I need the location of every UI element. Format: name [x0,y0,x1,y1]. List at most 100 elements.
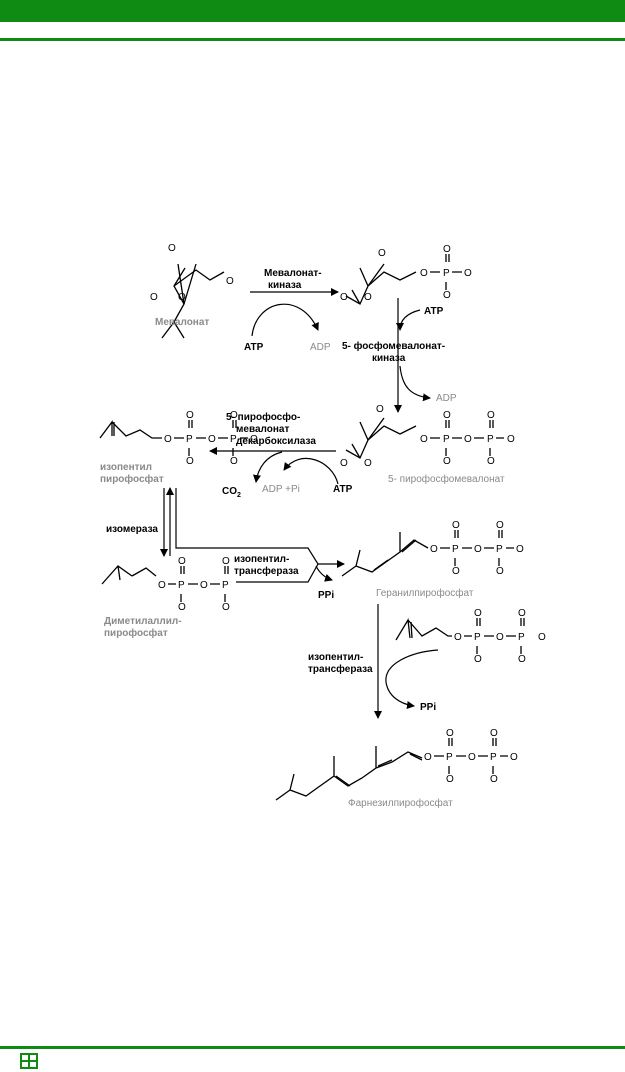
ppm-o-p1-bottom: O [443,456,451,467]
mevalonate-o-bottom: O [178,292,186,303]
geranyl-pp-label: Геранилпирофосфат [376,587,474,599]
ipp2-p1: P [474,632,481,643]
pm-o-p-right: O [464,268,472,279]
header-band [0,0,625,22]
decarboxylase-label-1: 5- пирофосфо- [226,411,300,423]
ipp-p1: P [186,434,193,445]
transferase-bracket-1 [175,488,319,583]
ppm-p2: P [487,434,494,445]
ipp2-p2: P [518,632,525,643]
dmapp-o-bridge: O [200,580,208,591]
phosphomevalonate-structure [345,254,462,305]
gpp-p2: P [496,544,503,555]
ipp2-o-p1-top: O [474,608,482,619]
gpp-o-p1-bottom: O [452,566,460,577]
dmapp-o-link: O [158,580,166,591]
transferase-1-label-2: трансфераза [234,565,299,577]
footer-rule [0,1046,625,1049]
dimethylallyl-pp-label-2: пирофосфат [104,627,168,639]
header-rule [0,38,625,41]
pm-o-carb-2: O [364,292,372,303]
fpp-o-p1-bottom: O [446,774,454,785]
pm-o-p-bottom: O [443,290,451,301]
gpp-o-p2-bottom: O [496,566,504,577]
dimethylallyl-pp-label-1: Диметилаллил- [104,616,182,627]
mevalonate-label: Мевалонат [155,317,209,328]
fpp-o-p2-bottom: O [490,774,498,785]
ppm-o-p2-bottom: O [487,456,495,467]
atp-label-3: ATP [333,484,353,495]
ppm-o-top: O [376,404,384,415]
isopentenyl-pp-structure-2 [395,618,525,654]
pm-o-p-top: O [443,244,451,255]
pm-kinase-label-1: 5- фосфомевалонат- [342,340,445,352]
ipp-o-link: O [164,434,172,445]
gpp-o-link: O [430,544,438,555]
isopentenyl-pp-label-1: изопентил [100,462,152,473]
adp-label-1: ADP [310,342,331,353]
pm-p: P [443,268,450,279]
ipp-o-bridge: O [208,434,216,445]
atp-label-1: ATP [244,342,264,353]
gpp-o-bridge: O [474,544,482,555]
isopentenyl-pp-label-2: пирофосфат [100,473,164,485]
adp-label-2: ADP [436,393,457,404]
ppm-o-bridge: O [464,434,472,445]
ppm-p1: P [443,434,450,445]
fpp-o-p2-right: O [510,752,518,763]
ipp2-o-p2-right: O [538,632,546,643]
mevalonate-o-left: O [150,292,158,303]
mevalonate-kinase-label-2: киназа [268,280,302,291]
fpp-p1: P [446,752,453,763]
dimethylallyl-pp-structure [101,565,229,602]
pm-o-top: O [378,248,386,259]
dmapp-o-p1-bottom: O [178,602,186,613]
pyrophosphomevalonate-label: 5- пирофосфомевалонат [388,473,505,485]
fpp-o-p1-top: O [446,728,454,739]
gpp-p1: P [452,544,459,555]
ppi-label-2: PPi [420,702,436,713]
adp-curve-2 [399,365,431,402]
atp-curve-2 [396,309,421,331]
dmapp-o-p1-top: O [178,556,186,567]
ppm-o-p2-top: O [487,410,495,421]
ipp2-o-p2-bottom: O [518,654,526,665]
fpp-o-link: O [424,752,432,763]
farnesyl-pp-label: Фарнезилпирофосфат [348,797,453,809]
co2-curve [253,451,283,483]
gpp-o-p2-top: O [496,520,504,531]
adp-pi-label: ADP +Pi [262,484,300,495]
transferase-2-label-2: трансфераза [308,663,373,675]
fpp-p2: P [490,752,497,763]
co2-label: CO2 [222,486,241,499]
ipp-p2: P [230,434,237,445]
atp-label-2: ATP [424,306,444,317]
ppm-o-carb-1: O [340,458,348,469]
fpp-o-p2-top: O [490,728,498,739]
ipp-o-p1-top: O [186,410,194,421]
ppi-label-1: PPi [318,590,334,601]
ppm-o-carb-2: O [364,458,372,469]
ipp-o-p1-bottom: O [186,456,194,467]
dmapp-o-p2-bottom: O [222,602,230,613]
geranyl-pp-structure [341,530,514,577]
ipp-in-ppi-out-curve [385,649,439,709]
pm-o-link: O [420,268,428,279]
atp-curve-3 [283,457,339,485]
dmapp-p2: P [222,580,229,591]
ppi-curve-1 [315,565,333,582]
publisher-logo-icon [20,1053,38,1069]
decarboxylase-label-3: декарбоксилаза [236,435,316,447]
decarboxylase-label-2: мевалонат [236,424,289,435]
ipp-o-p2-bottom: O [230,456,238,467]
mevalonate-kinase-label-1: Мевалонат- [264,268,322,279]
ipp-o-p2-top: O [230,410,238,421]
ipp-o-p2-right: O [250,434,258,445]
pyrophosphomevalonate-structure [345,417,504,459]
mevalonate-o-right: O [226,276,234,287]
transferase-2-label-1: изопентил- [308,652,363,663]
gpp-o-p2-right: O [516,544,524,555]
atp-adp-curve-1 [251,303,319,337]
ipp2-o-bridge: O [496,632,504,643]
